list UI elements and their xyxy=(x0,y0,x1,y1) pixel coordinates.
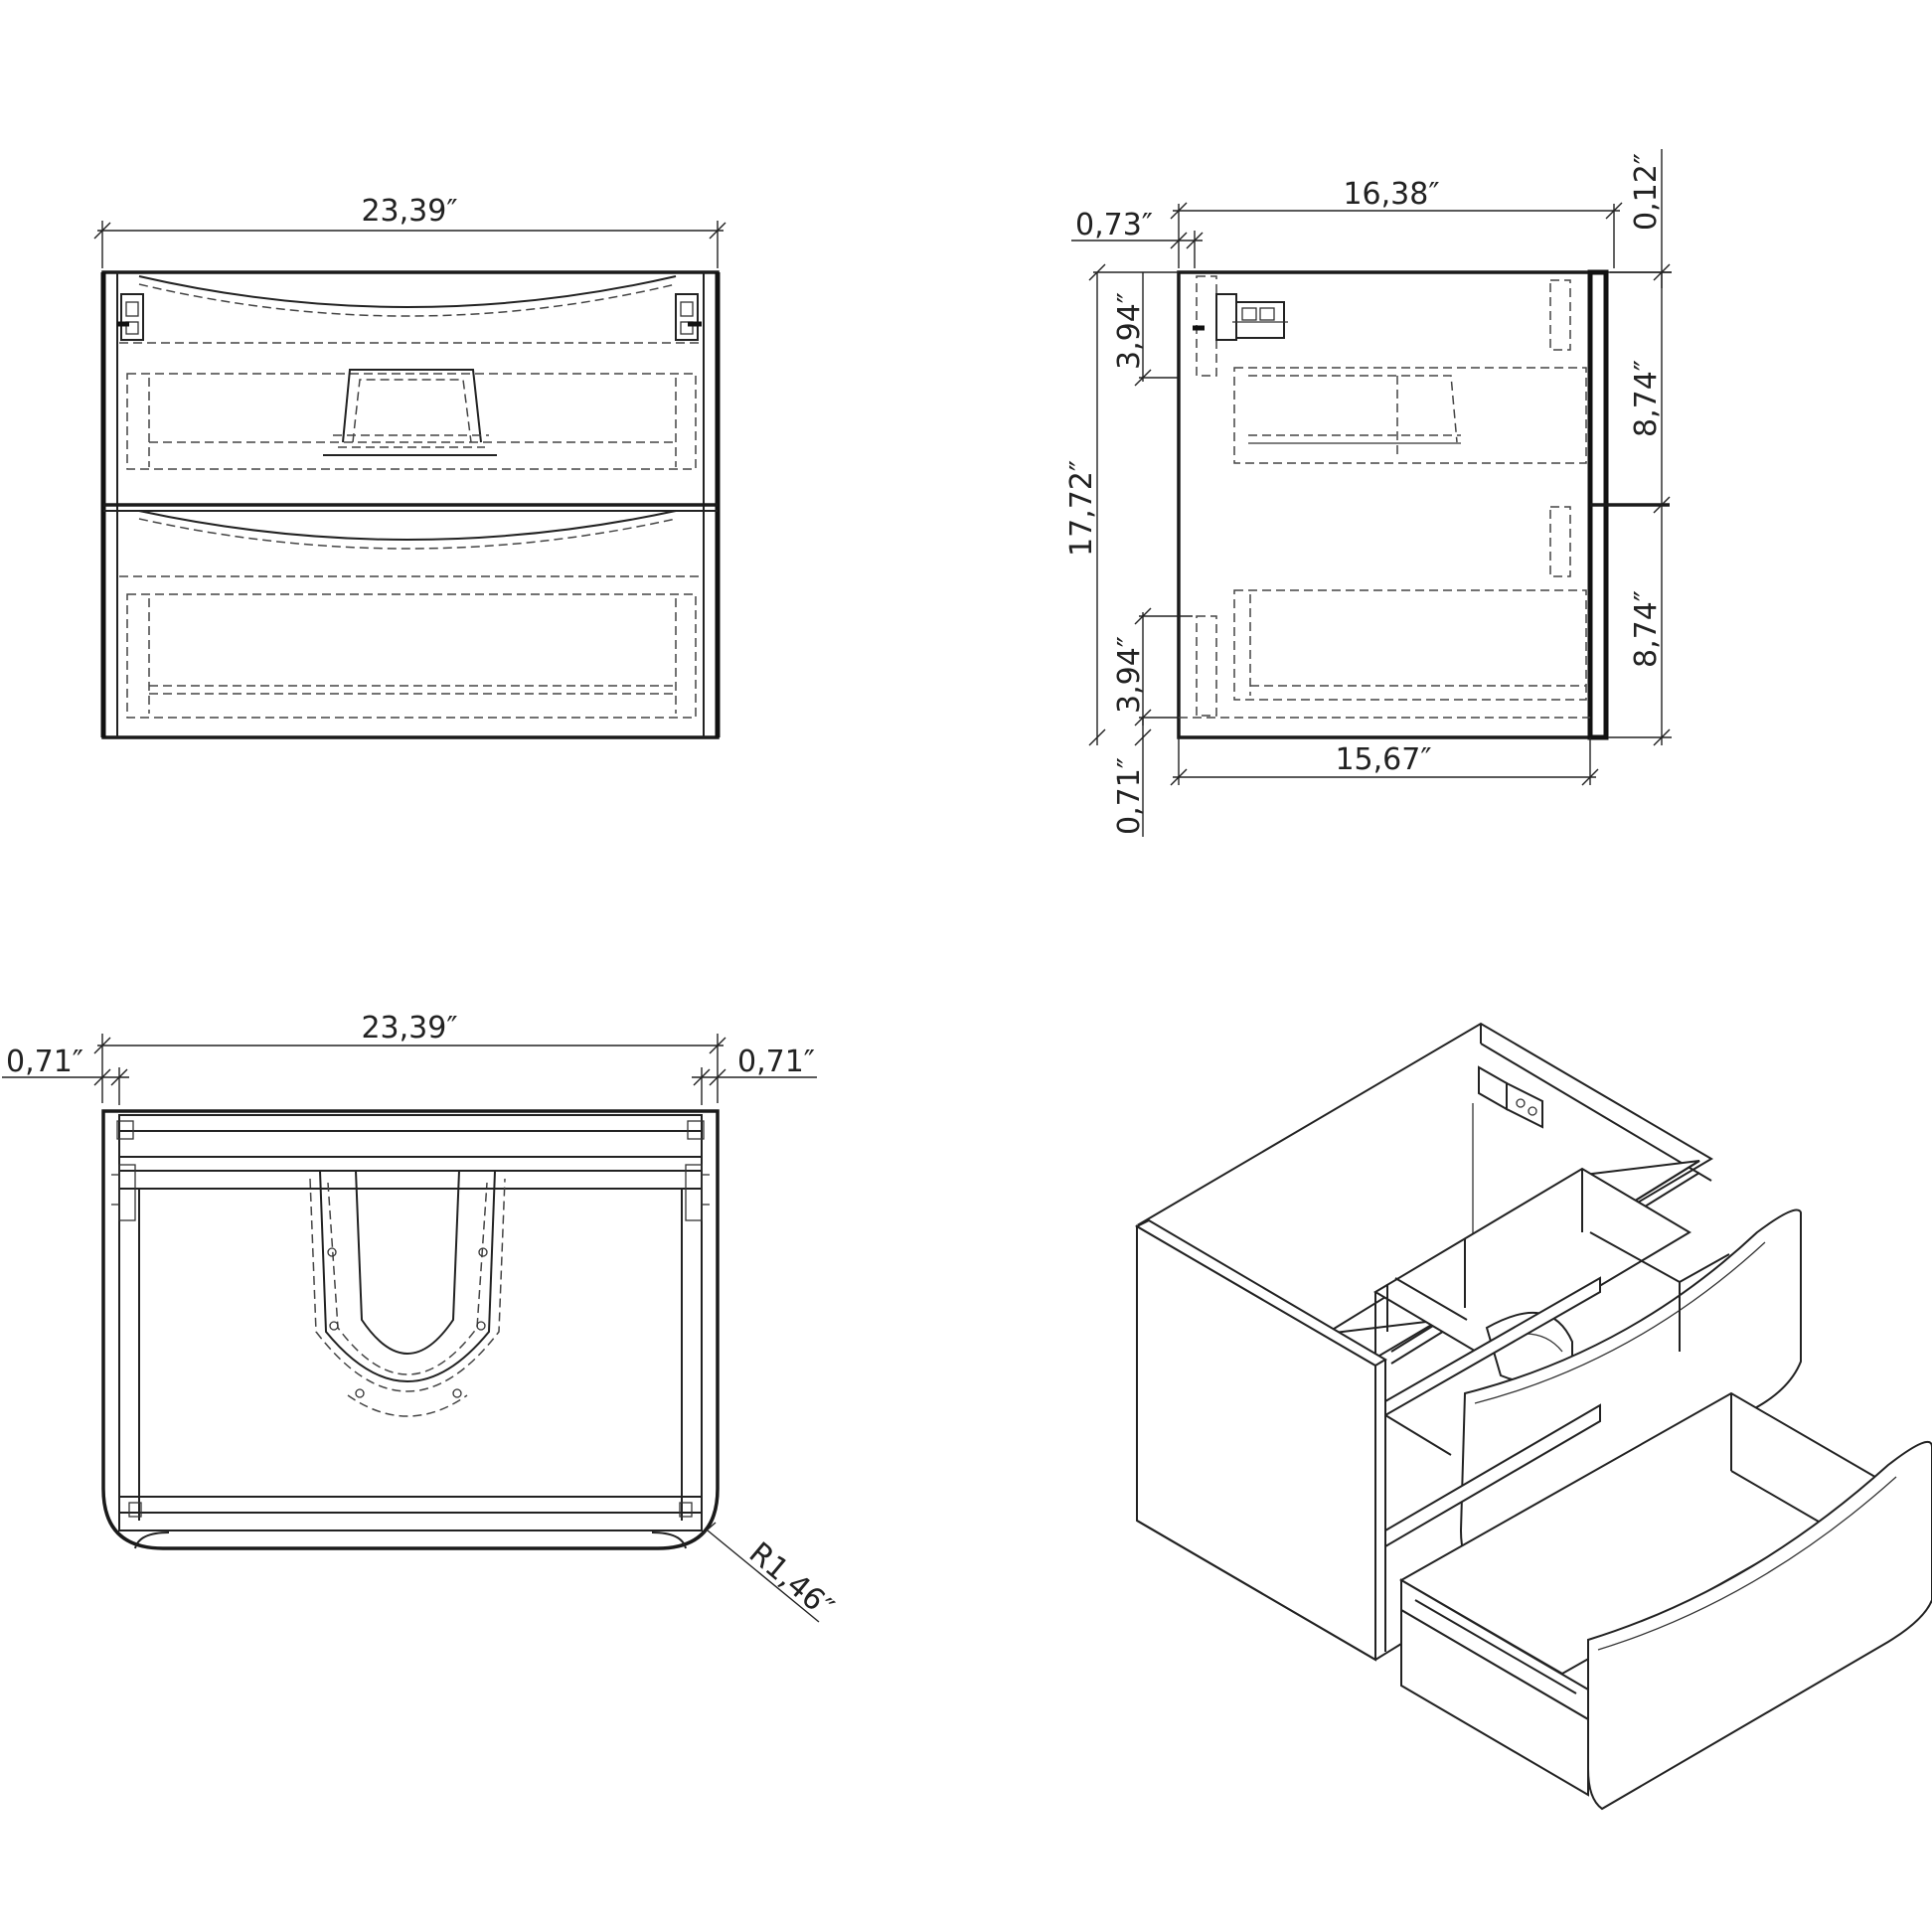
front-lower-handle-curve xyxy=(138,510,677,541)
side-lower-gap-label: 3,94″ xyxy=(1112,636,1147,714)
side-drawer-top-label: 8,74″ xyxy=(1629,360,1664,437)
side-bottom-offset-label: 0,71″ xyxy=(1112,757,1147,835)
side-drawer-height-dimensions: 8,74″ 8,74″ xyxy=(1608,271,1672,746)
top-width-label: 23,39″ xyxy=(361,1011,457,1046)
side-depth-label: 16,38″ xyxy=(1343,177,1439,212)
iso-upper-drawer-box xyxy=(1373,1167,1691,1358)
front-width-dimension: 23,39″ xyxy=(93,194,726,268)
top-siphon-cutout xyxy=(309,1170,506,1417)
front-right-bracket xyxy=(675,293,702,341)
top-right-offset-label: 0,71″ xyxy=(737,1045,815,1079)
top-width-dimension: 23,39″ xyxy=(93,1011,726,1103)
side-top-thickness-dimension: 0,12″ xyxy=(1610,149,1672,288)
front-siphon-cutout xyxy=(323,369,497,456)
top-left-offset-label: 0,71″ xyxy=(6,1045,83,1079)
top-radius-label: R1,46″ xyxy=(742,1535,840,1625)
side-left-dimensions: 17,72″ 3,94″ 3,94″ 0,71″ xyxy=(1064,263,1193,837)
top-cabinet-outline xyxy=(101,1109,720,1550)
front-view: 23,39″ xyxy=(93,194,726,739)
front-width-label: 23,39″ xyxy=(361,194,457,229)
side-inner-depth-label: 15,67″ xyxy=(1335,742,1431,777)
top-radius-dimension: R1,46″ xyxy=(699,1522,840,1626)
side-top-thickness-label: 0,12″ xyxy=(1629,153,1664,231)
isometric-view xyxy=(1134,1022,1932,1811)
front-left-bracket xyxy=(117,293,144,341)
side-view: 16,38″ 0,73″ 0,12″ 8,74″ 8, xyxy=(1064,149,1672,837)
side-offset-top-label: 0,73″ xyxy=(1075,208,1153,242)
side-cabinet-outline xyxy=(1177,270,1608,739)
top-view: 23,39″ 0,71″ 0,71″ xyxy=(2,1011,840,1626)
top-right-offset-dimension: 0,71″ xyxy=(692,1045,817,1105)
side-hinge-bracket xyxy=(1193,293,1288,341)
side-height-label: 17,72″ xyxy=(1064,460,1099,557)
iso-lower-drawer-front xyxy=(1587,1441,1932,1811)
side-offset-top-dimension: 0,73″ xyxy=(1071,208,1204,268)
top-left-offset-dimension: 0,71″ xyxy=(2,1045,129,1105)
side-depth-dimension: 16,38″ xyxy=(1170,177,1623,268)
iso-hinge-bracket xyxy=(1478,1065,1543,1129)
side-upper-gap-label: 3,94″ xyxy=(1112,292,1147,370)
side-drawer-bottom-label: 8,74″ xyxy=(1629,590,1664,668)
side-inner-depth-dimension: 15,67″ xyxy=(1170,737,1599,786)
front-upper-handle-curve xyxy=(138,275,677,308)
